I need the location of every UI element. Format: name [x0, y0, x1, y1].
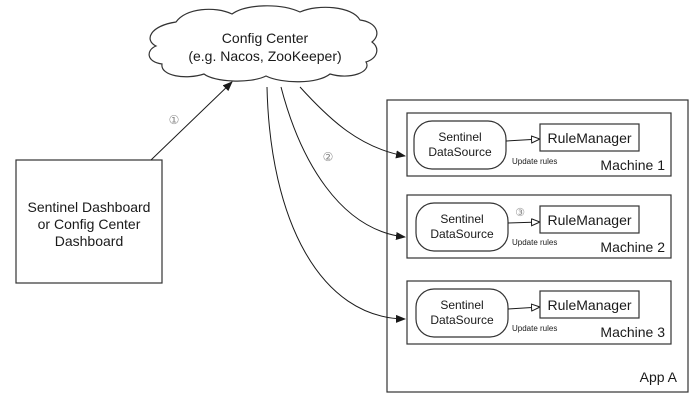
config-center-title: Config Center — [222, 30, 309, 46]
machine-1-datasource-line1: Sentinel — [438, 130, 481, 144]
machine-3: Sentinel DataSource RuleManager Update r… — [406, 280, 672, 345]
machine-2-rulemanager — [539, 205, 640, 234]
dashboard-box — [15, 159, 163, 284]
machine-1-rulemanager — [539, 123, 640, 152]
step-3-label: ③ — [515, 206, 525, 219]
machine-1-update-arrow — [505, 139, 540, 141]
machine-2: Sentinel DataSource RuleManager ③ Update… — [406, 194, 672, 259]
arrow-config-to-machine-2 — [280, 86, 406, 241]
arrow-dashboard-to-config — [150, 81, 233, 161]
machine-2-datasource-line1: Sentinel — [440, 212, 483, 226]
machine-3-update-arrow — [507, 307, 540, 309]
cloud-shape — [148, 5, 378, 83]
dashboard-label-line3: Dashboard — [55, 233, 124, 249]
app-label: App A — [640, 369, 678, 385]
dashboard-node: Sentinel Dashboard or Config Center Dash… — [15, 159, 163, 284]
config-center-node: Config Center (e.g. Nacos, ZooKeeper) — [148, 5, 378, 83]
arrow-config-to-machine-1 — [299, 86, 406, 159]
machine-3-label: Machine 3 — [600, 324, 665, 340]
machine-3-datasource-line2: DataSource — [430, 313, 494, 327]
machine-1-rulemanager-label: RuleManager — [547, 130, 631, 146]
machine-2-label: Machine 2 — [600, 239, 665, 255]
step-2-label: ② — [323, 150, 334, 164]
machine-2-update-arrow — [507, 222, 540, 223]
config-center-subtitle: (e.g. Nacos, ZooKeeper) — [188, 48, 341, 64]
machine-3-rulemanager — [539, 290, 640, 319]
machine-1-datasource — [413, 120, 507, 170]
machine-2-datasource-line2: DataSource — [430, 227, 494, 241]
machine-3-update-label: Update rules — [512, 324, 557, 333]
machine-3-datasource-line1: Sentinel — [440, 298, 483, 312]
machine-3-datasource — [415, 288, 509, 338]
machine-2-rulemanager-label: RuleManager — [547, 212, 631, 228]
arrow-config-to-machine-3 — [266, 86, 406, 323]
machine-1-datasource-line2: DataSource — [428, 145, 492, 159]
dashboard-label-line2: or Config Center — [38, 216, 141, 232]
machine-1-label: Machine 1 — [600, 157, 665, 173]
machine-3-rulemanager-label: RuleManager — [547, 297, 631, 313]
machine-1-update-label: Update rules — [512, 157, 557, 166]
machine-2-update-label: Update rules — [512, 238, 557, 247]
step-1-label: ① — [169, 113, 180, 127]
machine-2-datasource — [415, 202, 509, 252]
dashboard-label-line1: Sentinel Dashboard — [28, 199, 151, 215]
machine-1: Sentinel DataSource RuleManager Update r… — [406, 112, 672, 177]
